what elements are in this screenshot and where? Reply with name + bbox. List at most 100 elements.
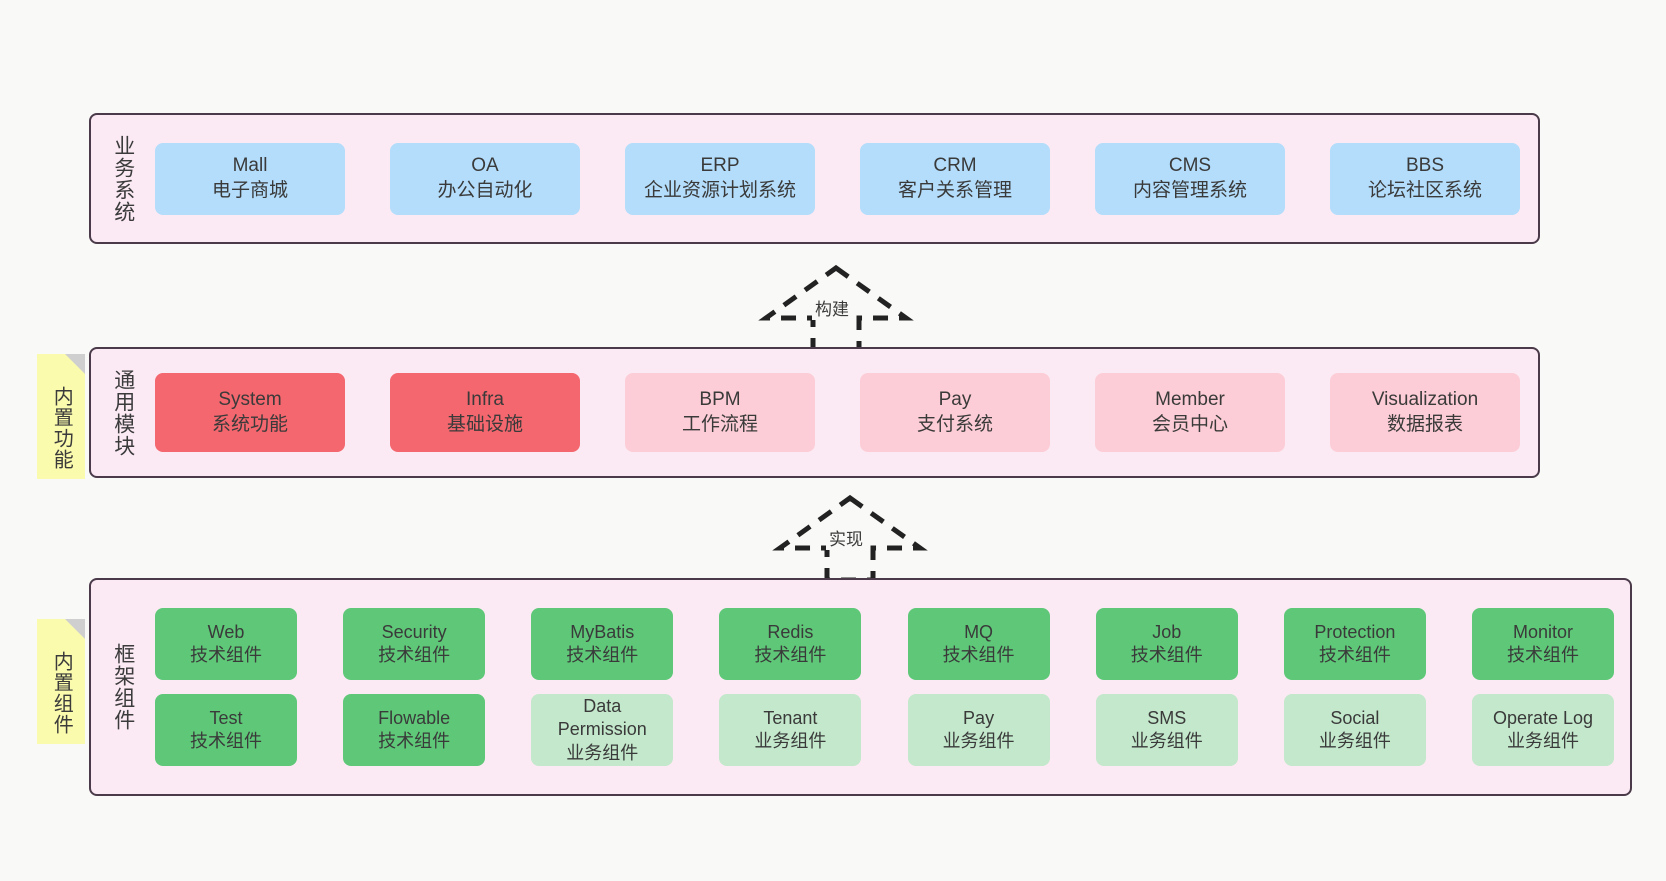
card-title-cn: 支付系统 <box>916 413 993 435</box>
card-mall[interactable]: Mall 电子商城 <box>155 142 345 215</box>
card-title-cn: 技术组件 <box>1318 645 1391 665</box>
card-title-cn: 技术组件 <box>1130 645 1203 665</box>
card-title-cn: 会员中心 <box>1151 413 1228 435</box>
card-security[interactable]: Security 技术组件 <box>343 608 486 680</box>
arrow-label-implement: 实现 <box>826 525 866 550</box>
card-title-en: Flowable <box>378 707 451 728</box>
card-social[interactable]: Social 业务组件 <box>1283 694 1426 766</box>
card-erp[interactable]: ERP 企业资源计划系统 <box>625 142 815 215</box>
card-title-cn: 业务组件 <box>1318 731 1391 751</box>
card-operate-log[interactable]: Operate Log 业务组件 <box>1471 694 1614 766</box>
card-job[interactable]: Job 技术组件 <box>1095 608 1238 680</box>
layer-framework-components: 框架组件 Web 技术组件 Security 技术组件 MyBatis 技术组件… <box>89 578 1632 796</box>
card-row: Web 技术组件 Security 技术组件 MyBatis 技术组件 Redi… <box>155 608 1614 680</box>
card-title-en: Visualization <box>1371 388 1479 410</box>
card-title-cn: 业务组件 <box>942 731 1015 751</box>
layer-common-modules: 通用模块 System 系统功能 Infra 基础设施 BPM 工作流程 Pay… <box>89 347 1540 478</box>
card-title-cn: 业务组件 <box>754 731 827 751</box>
card-title-en: Security <box>381 621 447 642</box>
card-title-cn: 技术组件 <box>378 645 451 665</box>
card-test[interactable]: Test 技术组件 <box>155 694 297 766</box>
card-bbs[interactable]: BBS 论坛社区系统 <box>1330 142 1520 215</box>
card-visualization[interactable]: Visualization 数据报表 <box>1330 373 1520 452</box>
card-title-cn: 技术组件 <box>190 645 262 665</box>
card-title-en: Web <box>207 621 245 642</box>
card-title-cn: 技术组件 <box>566 645 639 665</box>
card-title-cn: 技术组件 <box>378 731 451 751</box>
card-mq[interactable]: MQ 技术组件 <box>907 608 1050 680</box>
card-title-cn: 数据报表 <box>1386 413 1463 435</box>
arrow-label-build: 构建 <box>812 295 852 320</box>
card-redis[interactable]: Redis 技术组件 <box>719 608 862 680</box>
card-oa[interactable]: OA 办公自动化 <box>390 142 580 215</box>
card-title-cn: 基础设施 <box>446 413 523 435</box>
card-title-cn: 企业资源计划系统 <box>643 179 796 201</box>
card-title-en: Member <box>1155 388 1225 410</box>
card-title-cn: 技术组件 <box>754 645 827 665</box>
card-title-cn: 业务组件 <box>566 742 639 763</box>
card-pay[interactable]: Pay 支付系统 <box>860 373 1050 452</box>
layer-title-business: 业务系统 <box>111 134 135 223</box>
card-bpm[interactable]: BPM 工作流程 <box>625 373 815 452</box>
cards-area-common: System 系统功能 Infra 基础设施 BPM 工作流程 Pay 支付系统… <box>149 349 1538 476</box>
card-title-cn: 业务组件 <box>1506 731 1579 751</box>
card-title-cn: 电子商城 <box>211 179 288 201</box>
card-title-en: ERP <box>700 154 740 176</box>
card-title-en: MQ <box>964 621 994 642</box>
card-flowable[interactable]: Flowable 技术组件 <box>343 694 486 766</box>
card-title-cn: 技术组件 <box>942 645 1015 665</box>
card-row: System 系统功能 Infra 基础设施 BPM 工作流程 Pay 支付系统… <box>155 373 1520 452</box>
card-title-cn: 业务组件 <box>1130 731 1203 751</box>
layer-business-systems: 业务系统 Mall 电子商城 OA 办公自动化 ERP 企业资源计划系统 CRM… <box>89 113 1540 244</box>
card-title-cn: 技术组件 <box>190 731 262 751</box>
card-title-en: Test <box>209 707 243 728</box>
card-title-en: CRM <box>933 154 977 176</box>
card-row: Mall 电子商城 OA 办公自动化 ERP 企业资源计划系统 CRM 客户关系… <box>155 142 1520 215</box>
sticky-note-builtin-components: 内置组件 <box>37 619 85 744</box>
card-title-en: Job <box>1152 621 1182 642</box>
card-sms[interactable]: SMS 业务组件 <box>1095 694 1238 766</box>
card-cms[interactable]: CMS 内容管理系统 <box>1095 142 1285 215</box>
card-title-cn: 办公自动化 <box>437 179 533 201</box>
card-row: Test 技术组件 Flowable 技术组件 Data Permission … <box>155 694 1614 766</box>
card-crm[interactable]: CRM 客户关系管理 <box>860 142 1050 215</box>
card-title-cn: 内容管理系统 <box>1132 179 1247 201</box>
card-title-en: Redis <box>767 621 814 642</box>
card-title-en: Monitor <box>1512 621 1573 642</box>
card-monitor[interactable]: Monitor 技术组件 <box>1471 608 1614 680</box>
card-system[interactable]: System 系统功能 <box>155 373 345 452</box>
card-title-en: BPM <box>699 388 741 410</box>
card-title-en: CMS <box>1168 154 1212 176</box>
card-title-en: Infra <box>465 388 505 410</box>
card-title-en: Data Permission <box>557 695 647 740</box>
card-member[interactable]: Member 会员中心 <box>1095 373 1285 452</box>
card-title-cn: 工作流程 <box>681 413 758 435</box>
card-title-en: Pay <box>963 707 995 728</box>
card-protection[interactable]: Protection 技术组件 <box>1283 608 1426 680</box>
arrow-implement: 实现 <box>770 492 930 582</box>
card-title-en: Tenant <box>763 707 818 728</box>
card-title-en: Social <box>1330 707 1380 728</box>
card-title-cn: 论坛社区系统 <box>1367 179 1482 201</box>
card-mybatis[interactable]: MyBatis 技术组件 <box>531 608 674 680</box>
card-title-en: OA <box>471 154 499 176</box>
card-title-en: Mall <box>232 154 268 176</box>
card-title-cn: 技术组件 <box>1506 645 1579 665</box>
card-data-permission[interactable]: Data Permission 业务组件 <box>531 694 674 766</box>
card-title-en: System <box>218 388 282 410</box>
card-title-en: Protection <box>1314 621 1396 642</box>
card-tenant[interactable]: Tenant 业务组件 <box>719 694 862 766</box>
card-title-en: Operate Log <box>1492 707 1594 728</box>
card-title-en: BBS <box>1405 154 1445 176</box>
card-web[interactable]: Web 技术组件 <box>155 608 297 680</box>
card-title-en: Pay <box>938 388 972 410</box>
card-title-en: SMS <box>1147 707 1187 728</box>
layer-title-framework: 框架组件 <box>111 643 135 731</box>
card-pay-business[interactable]: Pay 业务组件 <box>907 694 1050 766</box>
card-title-en: MyBatis <box>570 621 635 642</box>
card-infra[interactable]: Infra 基础设施 <box>390 373 580 452</box>
cards-area-business: Mall 电子商城 OA 办公自动化 ERP 企业资源计划系统 CRM 客户关系… <box>149 115 1538 242</box>
layer-title-common: 通用模块 <box>111 368 135 457</box>
arrow-build: 构建 <box>756 262 916 352</box>
cards-area-framework: Web 技术组件 Security 技术组件 MyBatis 技术组件 Redi… <box>149 580 1630 794</box>
